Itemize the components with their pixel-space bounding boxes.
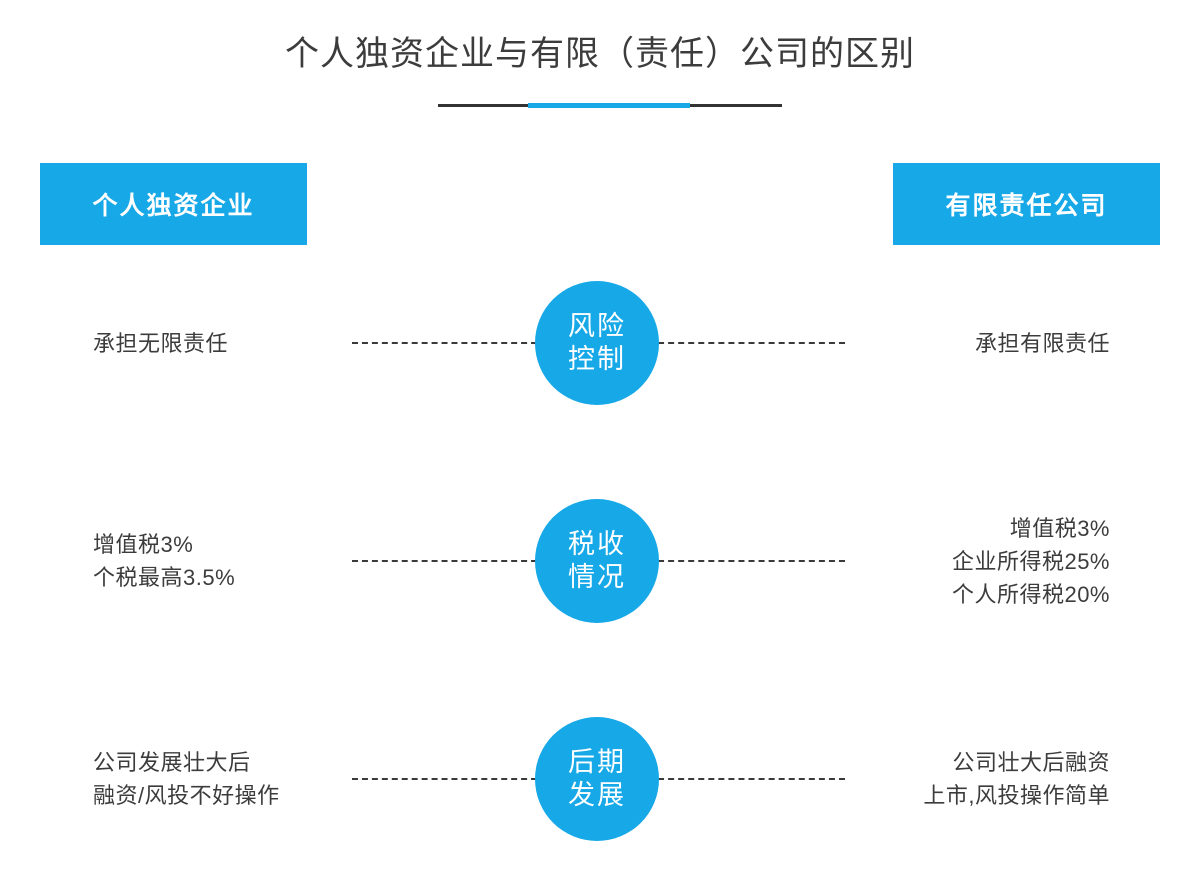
topic-circle-line2: 情况: [568, 562, 626, 592]
connector-line-left: [352, 560, 547, 562]
comparison-row: 增值税3% 个税最高3.5% 税收 情况 增值税3% 企业所得税25% 个人所得…: [0, 491, 1200, 631]
connector-line-left: [352, 778, 547, 780]
row-right-text-line: 增值税3%: [1009, 515, 1110, 541]
page-title: 个人独资企业与有限（责任）公司的区别: [285, 35, 915, 73]
row-left-text: 增值税3% 个税最高3.5%: [93, 491, 343, 631]
topic-circle-line1: 风险: [568, 311, 626, 341]
title-divider: [438, 103, 782, 108]
connector-line-right: [648, 560, 845, 562]
topic-circle-line2: 发展: [568, 780, 626, 810]
topic-circle: 后期 发展: [535, 717, 659, 841]
row-left-text-line: 公司发展壮大后: [93, 750, 251, 775]
topic-circle: 风险 控制: [535, 281, 659, 405]
topic-circle: 税收 情况: [535, 499, 659, 623]
connector-line-left: [352, 342, 547, 344]
title-divider-accent-segment: [528, 103, 690, 108]
topic-circle-line1: 税收: [568, 529, 626, 559]
row-right-text-line: 上市,风投操作简单: [923, 783, 1110, 808]
column-header-left-label: 个人独资企业: [92, 192, 255, 220]
topic-circle-line2: 控制: [568, 344, 626, 374]
row-left-text-line: 个税最高3.5%: [93, 565, 236, 590]
column-header-right: 有限责任公司: [893, 163, 1160, 245]
row-left-text: 公司发展壮大后 融资/风投不好操作: [93, 709, 343, 849]
row-right-text-line: 个人所得税20%: [951, 581, 1110, 607]
comparison-row: 公司发展壮大后 融资/风投不好操作 后期 发展 公司壮大后融资 上市,风投操作简…: [0, 709, 1200, 849]
connector-line-right: [648, 778, 845, 780]
row-right-text: 公司壮大后融资 上市,风投操作简单: [860, 709, 1110, 849]
row-right-text-line: 公司壮大后融资: [952, 750, 1110, 775]
row-right-text: 增值税3% 企业所得税25% 个人所得税20%: [860, 491, 1110, 631]
row-left-text: 承担无限责任: [93, 273, 343, 413]
row-left-text-line: 增值税3%: [93, 532, 194, 557]
row-right-text-line: 企业所得税25%: [951, 548, 1110, 574]
row-right-text: 承担有限责任: [860, 273, 1110, 413]
row-left-text-line: 融资/风投不好操作: [93, 783, 280, 808]
row-right-text-line: 承担有限责任: [974, 330, 1110, 356]
connector-line-right: [648, 342, 845, 344]
topic-circle-line1: 后期: [568, 747, 626, 777]
comparison-row: 承担无限责任 风险 控制 承担有限责任: [0, 273, 1200, 413]
row-left-text-line: 承担无限责任: [93, 330, 229, 356]
column-header-right-label: 有限责任公司: [945, 192, 1108, 220]
column-header-left: 个人独资企业: [40, 163, 307, 245]
